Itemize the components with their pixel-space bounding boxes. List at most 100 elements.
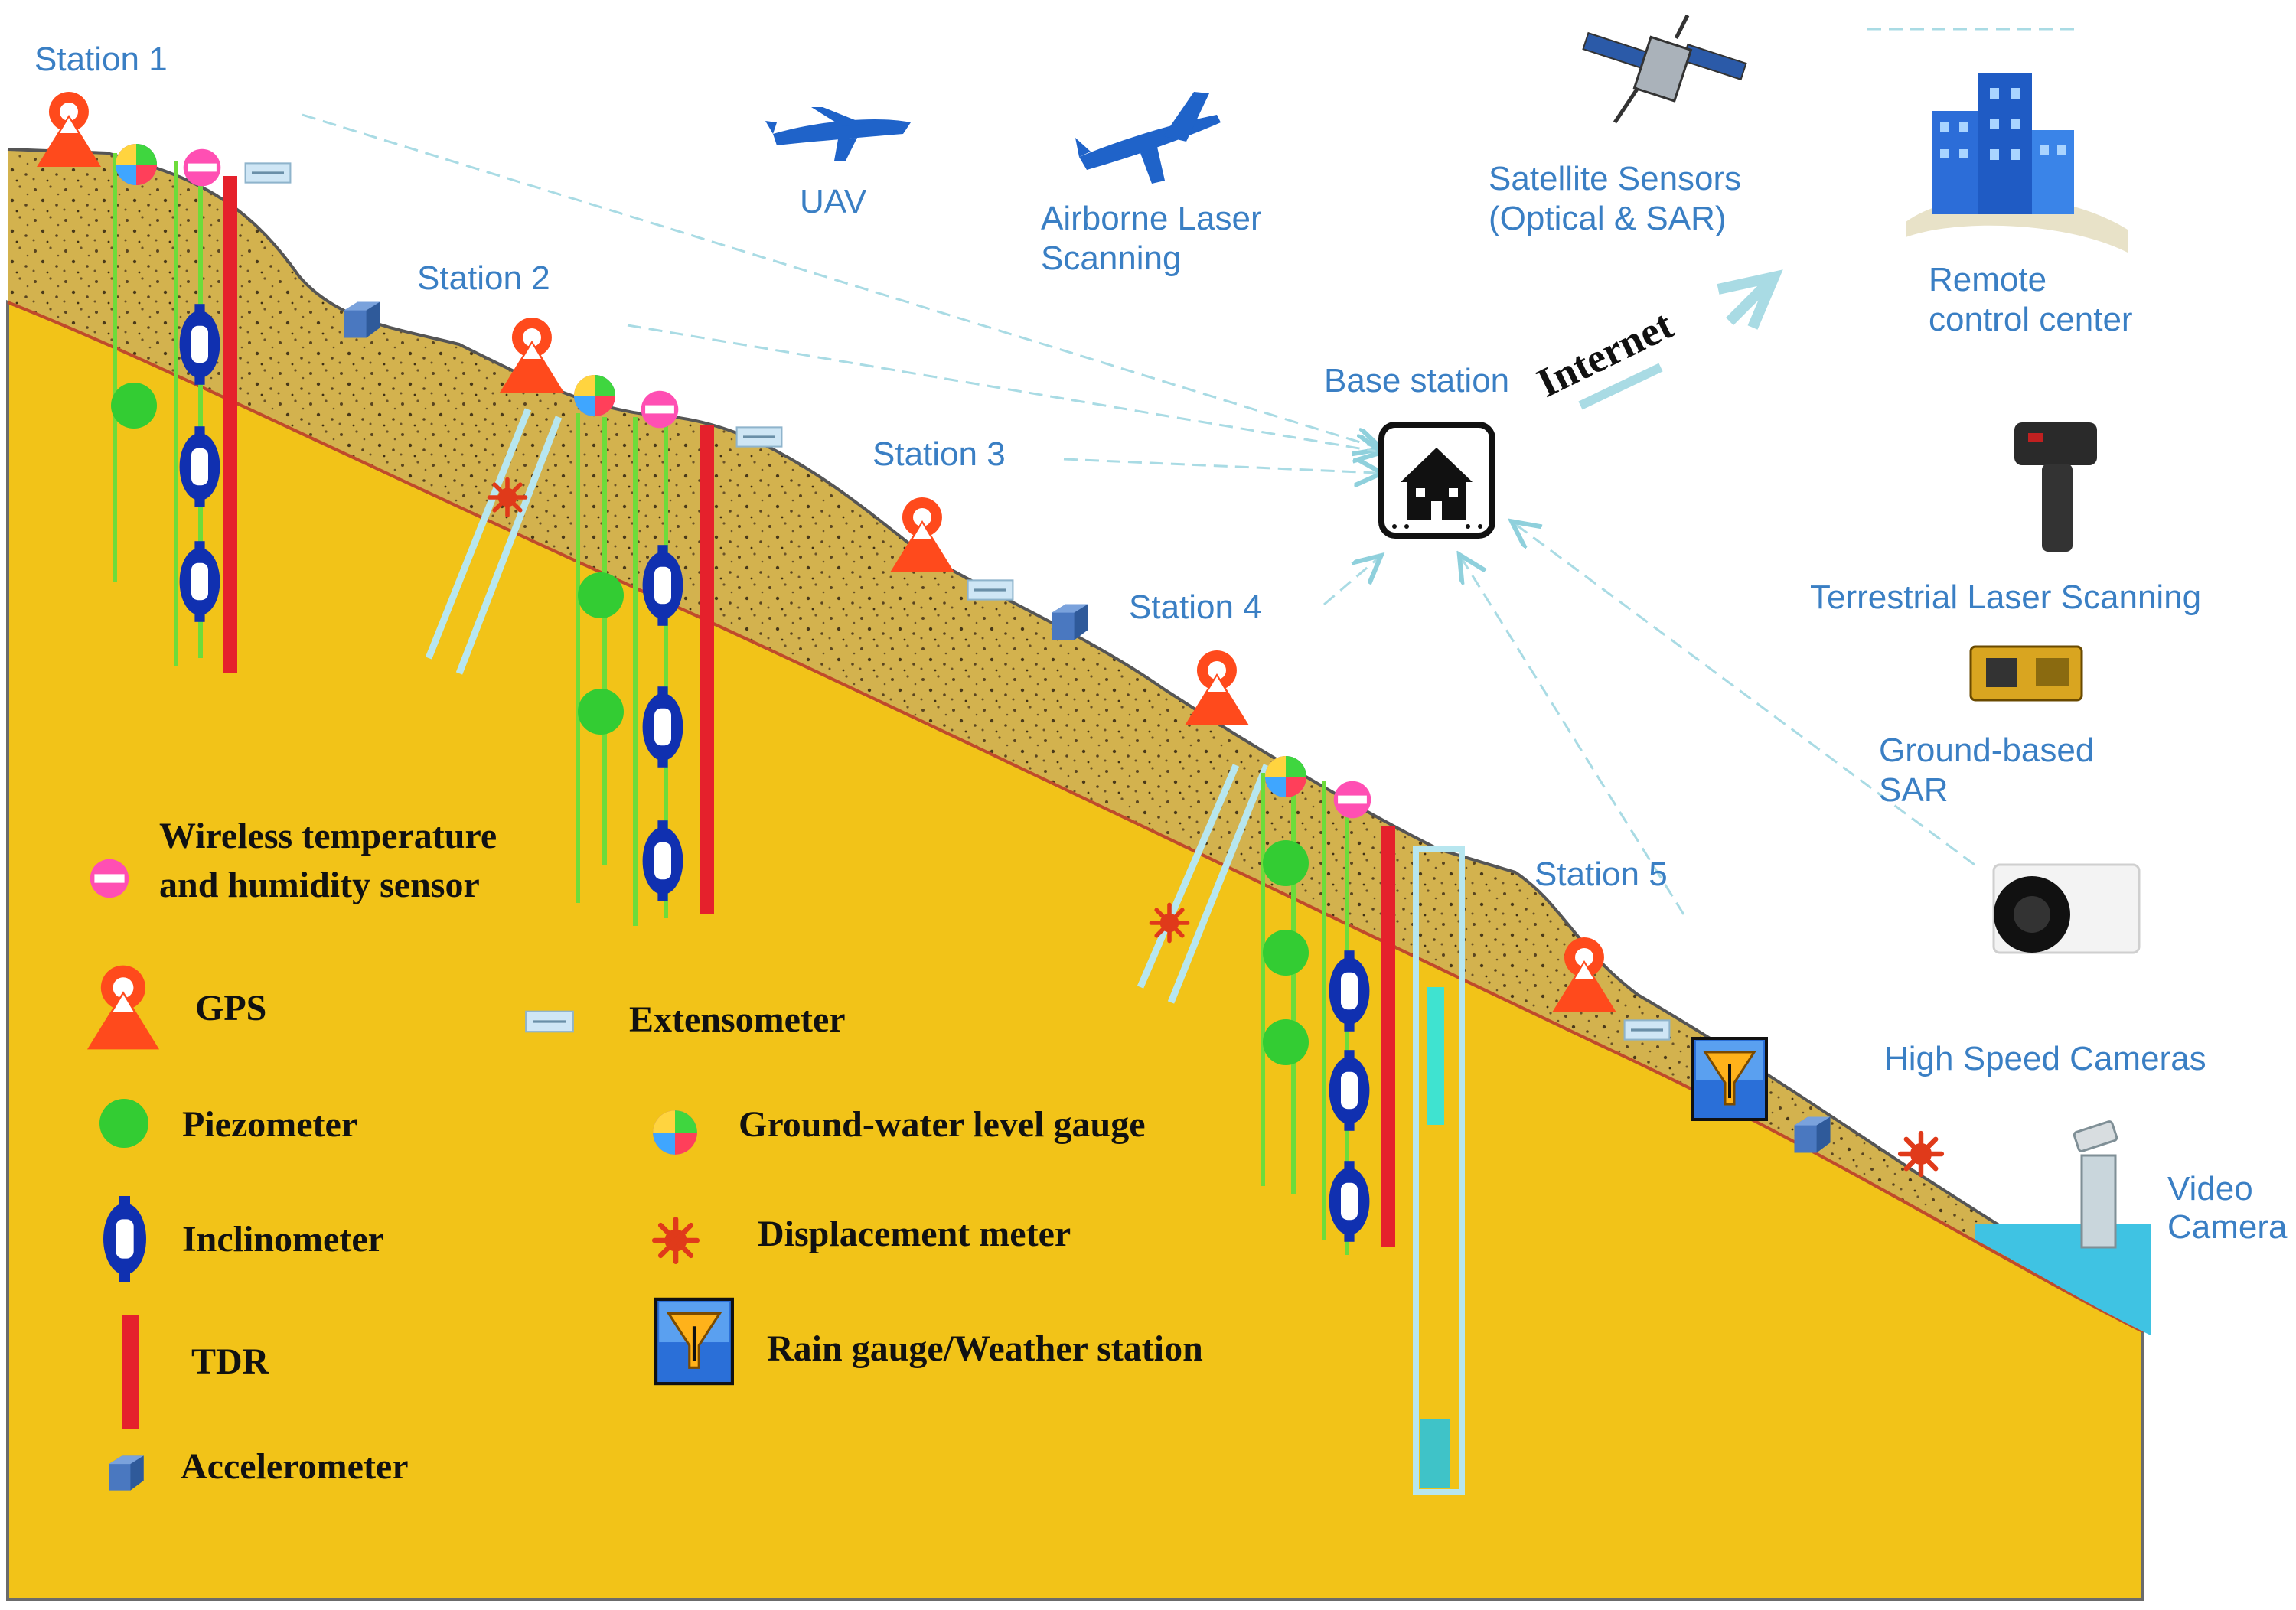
legend-rain-gauge-icon <box>656 1299 732 1383</box>
legend-tdr-icon <box>122 1315 139 1429</box>
airborne-label-1: Airborne Laser <box>1041 200 1262 237</box>
inclined-borehole <box>1137 764 1240 989</box>
communication-links <box>302 28 2082 915</box>
station-4-label: Station 4 <box>1129 588 1262 626</box>
high-speed-camera-label: High Speed Cameras <box>1884 1040 2206 1077</box>
airborne-label-2: Scanning <box>1041 240 1181 277</box>
video-camera-label-2: Camera <box>2167 1208 2288 1246</box>
internet-arrow-line <box>1578 363 1663 410</box>
station1-gps <box>37 92 101 167</box>
temp-humidity-sensor <box>183 148 221 187</box>
slip-surface-line <box>7 301 2144 1333</box>
soil-layer <box>8 149 2143 1331</box>
station4-gps <box>1185 650 1249 725</box>
satellite-label-2: (Optical & SAR) <box>1489 200 1727 237</box>
station2-gps <box>500 318 564 393</box>
station-5-label: Station 5 <box>1534 856 1668 893</box>
ground-base <box>6 300 2144 1601</box>
legend-piezometer-icon <box>99 1099 148 1148</box>
link-station3 <box>1063 458 1378 473</box>
displacement-sensor <box>489 479 525 515</box>
internet-arrow-head <box>1717 269 1783 330</box>
link-ground-sensors <box>1515 524 1975 866</box>
piezometer-sensor <box>111 383 157 429</box>
legend-displacement-label: Displacement meter <box>758 1214 1071 1254</box>
legend-extensometer-icon <box>524 1010 575 1033</box>
displacement-sensor <box>1151 904 1187 940</box>
base-station-icon <box>1378 422 1495 539</box>
water-well-bottom <box>1420 1419 1450 1488</box>
groundwater-gauge <box>1265 756 1306 797</box>
link-station2 <box>627 324 1378 451</box>
satellite-icon <box>1582 14 1747 124</box>
inclined-borehole <box>1167 764 1270 1004</box>
camera-pole <box>2080 1154 2117 1249</box>
gbsar-label-2: SAR <box>1879 771 1948 809</box>
piezometer-sensor <box>1263 930 1309 976</box>
legend-piezometer-label: Piezometer <box>182 1104 357 1145</box>
legend-displacement-icon <box>654 1219 696 1261</box>
extensometer-sensor <box>735 425 784 448</box>
water-well <box>1413 846 1465 1495</box>
gbsar-label-1: Ground-based <box>1879 732 2094 769</box>
inclined-borehole <box>455 416 563 675</box>
internet-arrow <box>1578 269 1783 410</box>
legend-gps-label: GPS <box>195 988 266 1028</box>
uav-icon <box>765 107 911 161</box>
video-camera-device <box>2073 1120 2118 1249</box>
station1-instruments <box>111 153 237 673</box>
base-station-label: Base station <box>1324 362 1509 399</box>
satellite-label-1: Satellite Sensors <box>1489 160 1741 197</box>
legend: Wireless temperature and humidity sensor… <box>86 816 1203 1491</box>
legend-inclinometer-label: Inclinometer <box>182 1219 384 1260</box>
piezometer-sensor <box>1263 1019 1309 1065</box>
groundwater-gauge <box>574 375 615 416</box>
link-station5 <box>1462 559 1685 915</box>
legend-accelerometer-label: Accelerometer <box>181 1446 409 1487</box>
inclined-borehole <box>425 408 532 660</box>
legend-tdr-label: TDR <box>191 1341 270 1382</box>
water-body-right <box>2143 1224 2151 1335</box>
groundwater-gauge <box>116 144 157 185</box>
uav-label: UAV <box>800 183 867 220</box>
piezometer-sensor <box>1263 840 1309 886</box>
aircraft-icon <box>1075 92 1221 184</box>
extensometer-sensor <box>1623 1018 1671 1041</box>
cctv-icon <box>2073 1120 2118 1152</box>
extensometer-sensor <box>244 161 292 184</box>
water-well-level <box>1427 987 1444 1125</box>
gbsar-icon <box>1969 645 2083 702</box>
accelerometer-sensor <box>1052 604 1088 640</box>
tdr-sensor <box>1381 826 1395 1247</box>
displacement-sensor <box>1900 1133 1942 1175</box>
extensometer-sensor <box>966 578 1015 601</box>
tdr-sensor <box>700 425 714 914</box>
legend-extensometer-label: Extensometer <box>629 999 846 1040</box>
remote-center-label-2: control center <box>1929 301 2133 338</box>
legend-temp-humidity-label-2: and humidity sensor <box>159 865 480 905</box>
station-1-label: Station 1 <box>34 41 168 78</box>
legend-temp-humidity-icon <box>90 859 129 898</box>
piezometer-sensor <box>578 572 624 618</box>
remote-center-icon <box>1906 73 2128 253</box>
remote-center-label-1: Remote <box>1929 261 2047 298</box>
rain-gauge-station <box>1691 1037 1768 1121</box>
high-speed-camera-icon <box>1992 863 2141 954</box>
legend-rain-gauge-label: Rain gauge/Weather station <box>767 1328 1203 1369</box>
piezometer-sensor <box>578 689 624 735</box>
tls-label: Terrestrial Laser Scanning <box>1810 578 2201 616</box>
laser-scanner-icon <box>2014 422 2097 552</box>
temp-humidity-sensor <box>1333 781 1371 819</box>
legend-groundwater-label: Ground-water level gauge <box>739 1104 1146 1145</box>
station2-instruments <box>425 408 714 926</box>
legend-temp-humidity-label-1: Wireless temperature <box>159 816 497 856</box>
tdr-sensor <box>223 176 237 673</box>
station-2-label: Station 2 <box>417 259 550 297</box>
legend-groundwater-icon <box>653 1110 697 1155</box>
station4-instruments <box>1137 764 1465 1495</box>
temp-humidity-sensor <box>641 390 679 429</box>
station-3-label: Station 3 <box>872 435 1006 473</box>
link-station4 <box>1323 559 1378 606</box>
